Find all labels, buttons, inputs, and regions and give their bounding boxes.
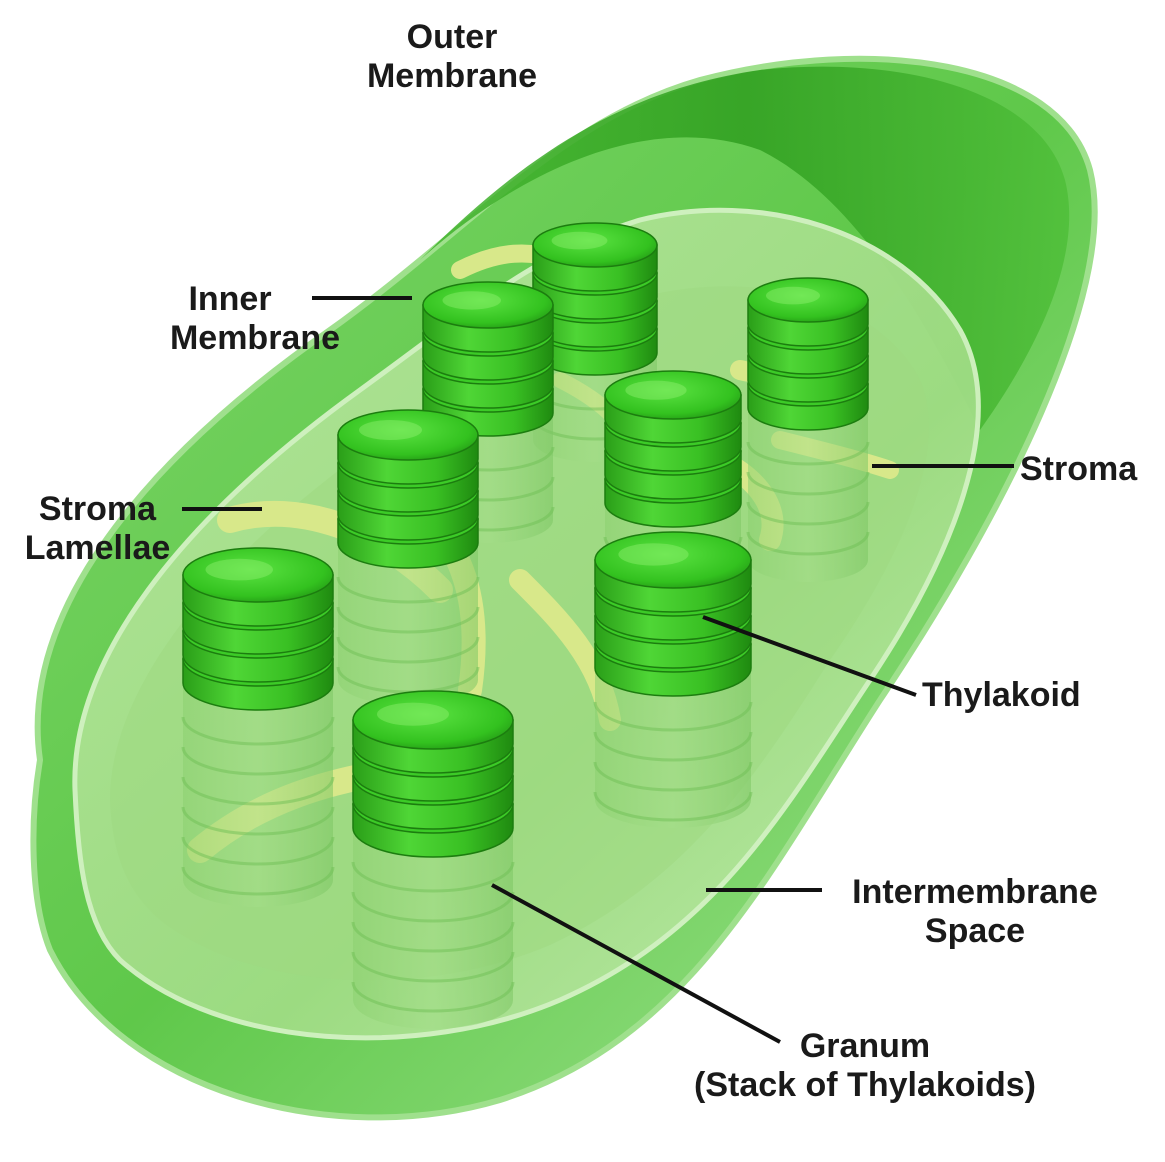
- thylakoid-highlight: [766, 287, 820, 305]
- label-outer-membrane-line1: Outer: [352, 18, 552, 57]
- label-outer-membrane: Outer Membrane: [352, 18, 552, 96]
- granum-stack: [595, 532, 751, 828]
- granum-ghost-portion: [748, 412, 868, 582]
- thylakoid-highlight: [625, 381, 686, 400]
- label-intermembrane-space-line2: Space: [830, 912, 1120, 951]
- granum-ghost-portion: [353, 832, 513, 1029]
- label-thylakoid-text: Thylakoid: [922, 676, 1081, 715]
- thylakoid-highlight: [552, 232, 608, 250]
- label-intermembrane-space-line1: Intermembrane: [830, 873, 1120, 912]
- label-inner-membrane: Inner Membrane: [155, 280, 355, 358]
- thylakoid-highlight: [377, 703, 449, 726]
- thylakoid-highlight: [618, 543, 688, 565]
- thylakoid-highlight: [206, 559, 274, 581]
- thylakoid-highlight: [359, 420, 422, 440]
- label-intermembrane-space: Intermembrane Space: [830, 873, 1120, 951]
- label-stroma-lamellae-line2: Lamellae: [10, 529, 185, 568]
- label-stroma: Stroma: [1020, 450, 1137, 489]
- label-thylakoid: Thylakoid: [922, 676, 1081, 715]
- label-stroma-lamellae: Stroma Lamellae: [10, 490, 185, 568]
- label-stroma-lamellae-line1: Stroma: [10, 490, 185, 529]
- label-stroma-text: Stroma: [1020, 450, 1137, 489]
- label-granum-line2: (Stack of Thylakoids): [665, 1066, 1065, 1105]
- thylakoid-highlight: [443, 291, 502, 309]
- label-outer-membrane-line2: Membrane: [352, 57, 552, 96]
- label-inner-membrane-line2: Membrane: [155, 319, 355, 358]
- granum-stack: [748, 278, 868, 582]
- label-granum: Granum (Stack of Thylakoids): [665, 1027, 1065, 1105]
- granum-stack: [338, 410, 478, 705]
- granum-stack: [353, 691, 513, 1029]
- label-inner-membrane-line1: Inner: [105, 280, 355, 319]
- granum-stack: [183, 548, 333, 907]
- label-granum-line1: Granum: [665, 1027, 1065, 1066]
